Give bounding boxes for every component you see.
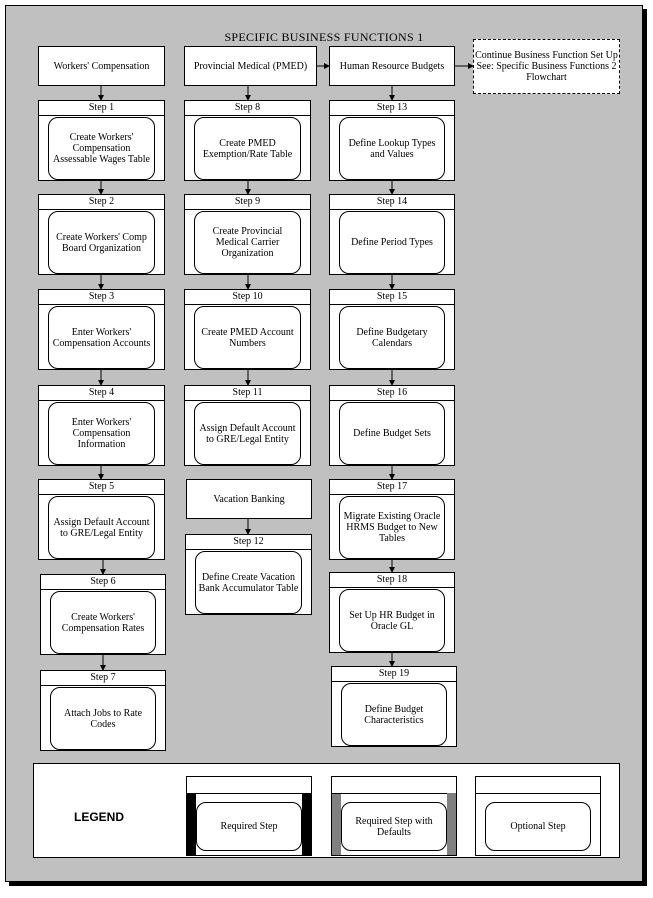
step-label: Step 4 xyxy=(39,386,164,401)
legend: LEGEND Required Step Required Step with … xyxy=(33,763,620,858)
legend-label: Required Step xyxy=(196,802,302,851)
step-box-5: Step 5 Assign Default Account to GRE/Leg… xyxy=(38,479,165,560)
step-text: Define Budgetary Calendars xyxy=(339,306,445,369)
step-label: Step 7 xyxy=(41,671,165,686)
step-text: Create Workers' Compensation Assessable … xyxy=(48,117,155,180)
step-box-4: Step 4 Enter Workers' Compensation Infor… xyxy=(38,385,165,466)
step-text: Set Up HR Budget in Oracle GL xyxy=(339,589,445,652)
continue-box-line2: See: Specific Business Functions 2 Flowc… xyxy=(476,61,617,83)
step-text: Create Workers' Compensation Rates xyxy=(50,591,156,654)
step-text: Define Lookup Types and Values xyxy=(339,117,445,180)
step-label: Step 9 xyxy=(185,195,310,210)
step-label: Step 15 xyxy=(330,290,454,305)
step-label: Step 12 xyxy=(186,535,311,550)
legend-required-step-with-defaults: Required Step with Defaults xyxy=(331,776,457,856)
step-text: Assign Default Account to GRE/Legal Enti… xyxy=(194,402,301,465)
step-label: Step 10 xyxy=(185,290,310,305)
step-box-14: Step 14 Define Period Types xyxy=(329,194,455,275)
step-box-19: Step 19 Define Budget Characteristics xyxy=(331,666,457,747)
step-box-18: Step 18 Set Up HR Budget in Oracle GL xyxy=(329,572,455,653)
step-box-3: Step 3 Enter Workers' Compensation Accou… xyxy=(38,289,165,370)
continue-box: Continue Business Function Set Up See: S… xyxy=(473,39,620,94)
legend-title: LEGEND xyxy=(74,810,125,824)
step-text: Enter Workers' Compensation Accounts xyxy=(48,306,155,369)
legend-required-step: Required Step xyxy=(186,776,312,856)
step-box-9: Step 9 Create Provincial Medical Carrier… xyxy=(184,194,311,275)
legend-label: Optional Step xyxy=(485,802,591,851)
step-text: Define Period Types xyxy=(339,211,445,274)
header-workers-compensation: Workers' Compensation xyxy=(38,46,165,86)
step-box-16: Step 16 Define Budget Sets xyxy=(329,385,455,466)
step-label: Step 11 xyxy=(185,386,310,401)
step-text: Define Budget Characteristics xyxy=(341,683,447,746)
step-label: Step 17 xyxy=(330,480,454,495)
legend-optional-step: Optional Step xyxy=(475,776,601,856)
step-box-12: Step 12 Define Create Vacation Bank Accu… xyxy=(185,534,312,615)
legend-label: Required Step with Defaults xyxy=(341,802,447,851)
step-box-6: Step 6 Create Workers' Compensation Rate… xyxy=(40,574,166,655)
step-box-13: Step 13 Define Lookup Types and Values xyxy=(329,100,455,181)
step-text: Create PMED Exemption/Rate Table xyxy=(194,117,301,180)
step-label: Step 19 xyxy=(332,667,456,682)
step-text: Create PMED Account Numbers xyxy=(194,306,301,369)
step-label: Step 8 xyxy=(185,101,310,116)
step-label: Step 3 xyxy=(39,290,164,305)
step-text: Assign Default Account to GRE/Legal Enti… xyxy=(48,496,155,559)
step-text: Define Budget Sets xyxy=(339,402,445,465)
step-label: Step 6 xyxy=(41,575,165,590)
header-vacation-banking: Vacation Banking xyxy=(186,479,312,519)
step-box-7: Step 7 Attach Jobs to Rate Codes xyxy=(40,670,166,751)
step-text: Attach Jobs to Rate Codes xyxy=(50,687,156,750)
header-provincial-medical: Provincial Medical (PMED) xyxy=(184,46,317,86)
step-text: Create Workers' Comp Board Organization xyxy=(48,211,155,274)
header-human-resource-budgets: Human Resource Budgets xyxy=(329,46,455,86)
step-text: Migrate Existing Oracle HRMS Budget to N… xyxy=(339,496,445,559)
step-box-1: Step 1 Create Workers' Compensation Asse… xyxy=(38,100,165,181)
step-text: Define Create Vacation Bank Accumulator … xyxy=(195,551,302,614)
step-label: Step 2 xyxy=(39,195,164,210)
step-label: Step 1 xyxy=(39,101,164,116)
step-label: Step 14 xyxy=(330,195,454,210)
step-label: Step 5 xyxy=(39,480,164,495)
step-box-8: Step 8 Create PMED Exemption/Rate Table xyxy=(184,100,311,181)
continue-box-line1: Continue Business Function Set Up xyxy=(475,50,618,61)
step-box-17: Step 17 Migrate Existing Oracle HRMS Bud… xyxy=(329,479,455,560)
step-label: Step 18 xyxy=(330,573,454,588)
step-text: Enter Workers' Compensation Information xyxy=(48,402,155,465)
step-box-11: Step 11 Assign Default Account to GRE/Le… xyxy=(184,385,311,466)
diagram-title: SPECIFIC BUSINESS FUNCTIONS 1 xyxy=(224,30,424,44)
step-text: Create Provincial Medical Carrier Organi… xyxy=(194,211,301,274)
step-label: Step 13 xyxy=(330,101,454,116)
step-box-15: Step 15 Define Budgetary Calendars xyxy=(329,289,455,370)
step-label: Step 16 xyxy=(330,386,454,401)
